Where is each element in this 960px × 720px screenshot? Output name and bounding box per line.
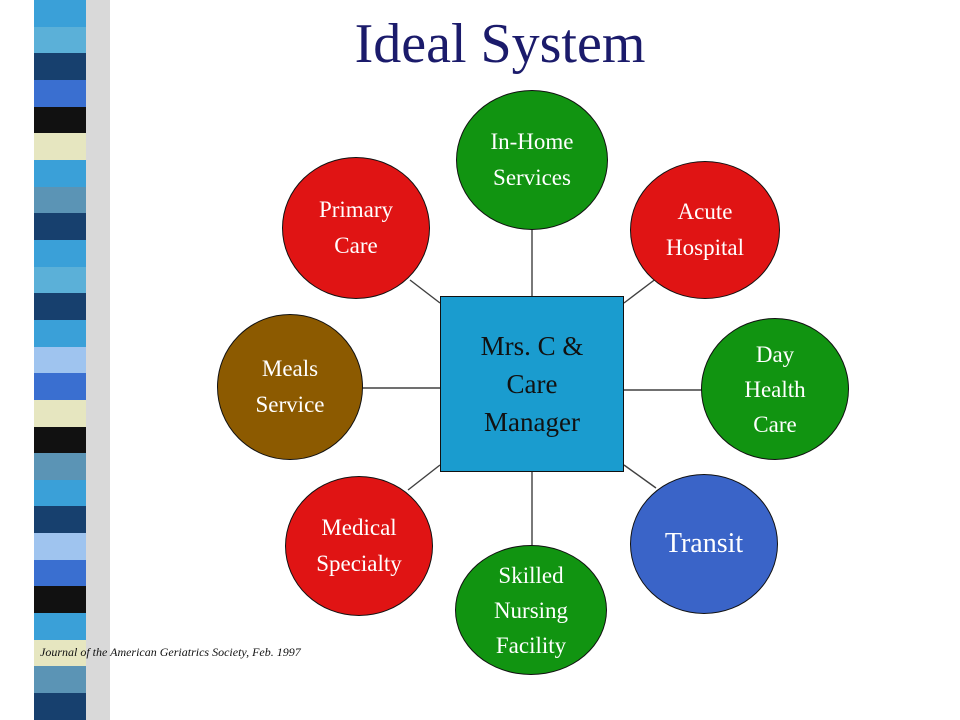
decorative-stripe-bar (0, 0, 110, 720)
stripe-segment (34, 479, 86, 507)
stripe-segment (34, 133, 86, 160)
node-day-health-care: Day Health Care (701, 318, 849, 460)
connector-acute-hospital (623, 277, 658, 304)
connector-transit (623, 464, 657, 489)
slide-title: Ideal System (354, 13, 646, 75)
stripe-segment (34, 613, 86, 640)
node-skilled-nursing-facility: Skilled Nursing Facility (455, 545, 607, 675)
node-primary-care: Primary Care (282, 157, 430, 299)
stripe-segment (34, 533, 86, 560)
node-transit: Transit (630, 474, 778, 614)
stripe-segment (34, 186, 86, 214)
stripe-segment (34, 79, 86, 107)
connector-medical-specialty (407, 464, 441, 491)
stripe-segment (34, 266, 86, 294)
stripe-segment (34, 293, 86, 320)
stripe-segment (34, 346, 86, 374)
stripe-segment (34, 586, 86, 614)
stripe-segment (34, 319, 86, 347)
stripe-column (34, 0, 86, 720)
stripe-segment (34, 666, 86, 694)
stripe-segment (34, 639, 86, 667)
stripe-segment (34, 693, 86, 720)
stripe-segment (34, 53, 86, 80)
stripe-segment (34, 239, 86, 267)
stripe-segment (34, 426, 86, 454)
stripe-segment (34, 506, 86, 534)
stripe-shadow (86, 0, 110, 720)
connector-primary-care (409, 279, 441, 304)
stripe-segment (34, 106, 86, 134)
stripe-segment (34, 159, 86, 187)
stripe-segment (34, 399, 86, 427)
center-box-mrs-c-care-manager: Mrs. C & Care Manager (440, 296, 624, 472)
stripe-segment (34, 213, 86, 240)
node-in-home-services: In-Home Services (456, 90, 608, 230)
node-meals-service: Meals Service (217, 314, 363, 460)
node-medical-specialty: Medical Specialty (285, 476, 433, 616)
stripe-segment (34, 26, 86, 54)
stripe-segment (34, 373, 86, 400)
stripe-segment (34, 559, 86, 587)
node-acute-hospital: Acute Hospital (630, 161, 780, 299)
citation: Journal of the American Geriatrics Socie… (40, 645, 301, 659)
stripe-segment (34, 0, 86, 27)
stripe-segment (34, 453, 86, 480)
